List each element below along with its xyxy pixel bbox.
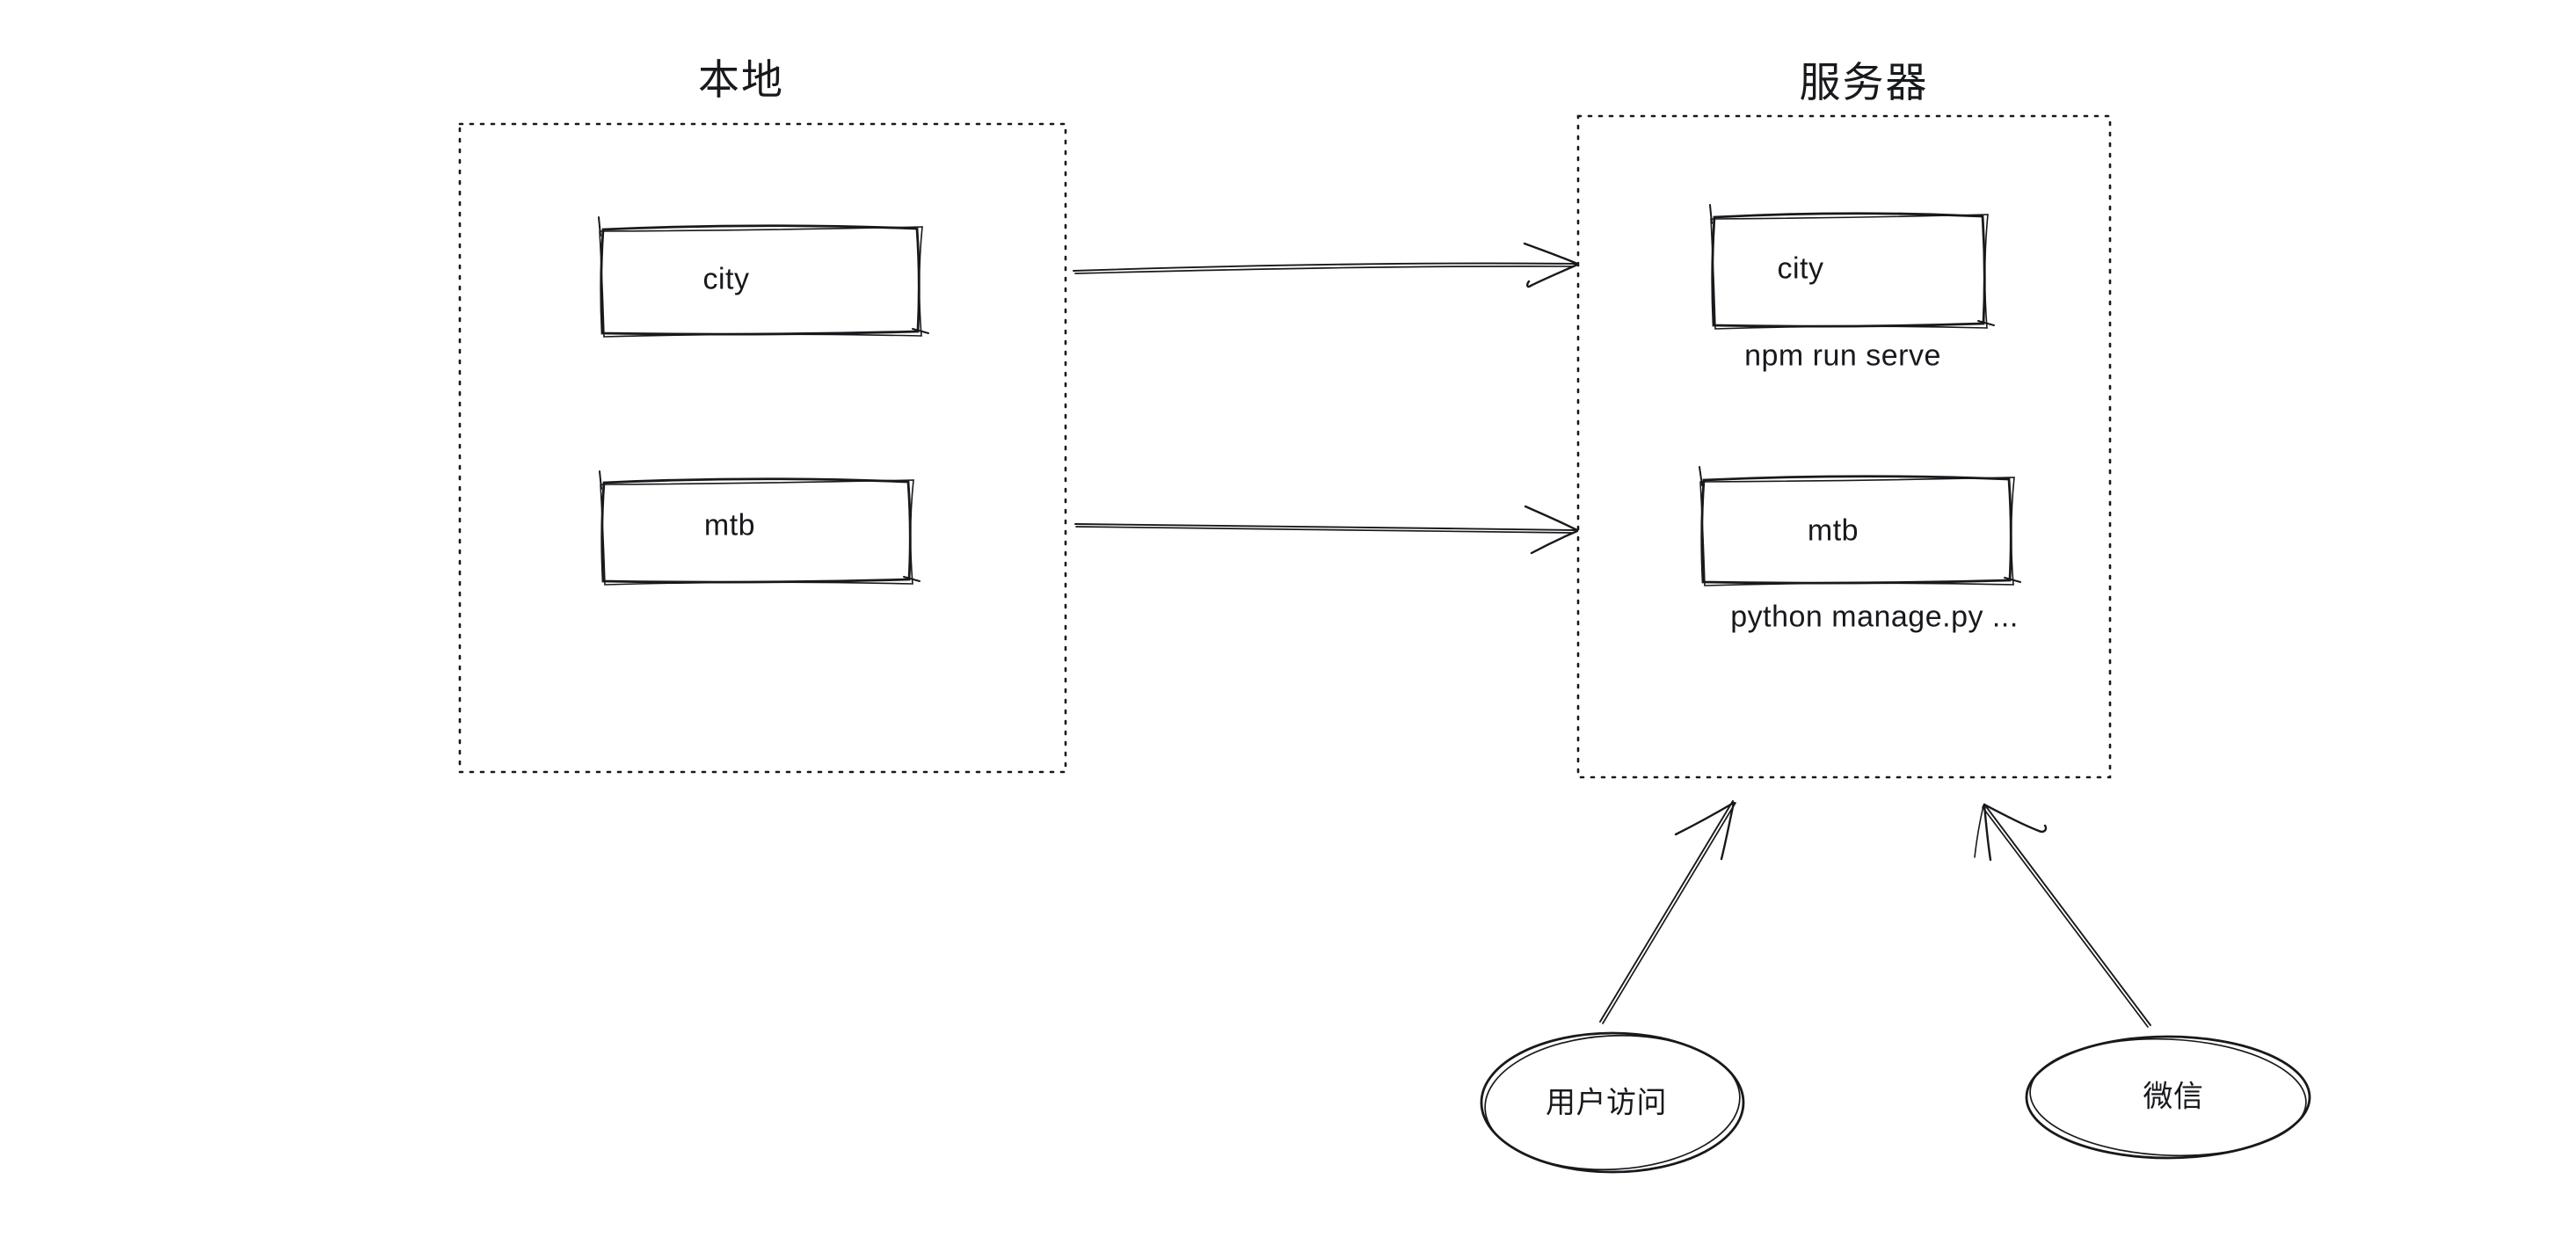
- server-city-command-caption: npm run serve: [1744, 339, 1941, 373]
- local-group-title: 本地: [698, 55, 784, 103]
- server-group-border: [1576, 114, 2112, 779]
- local-group-border: [458, 122, 1067, 774]
- server-mtb-node-box: [1699, 466, 2021, 586]
- local-city-node-box: [598, 216, 929, 338]
- server-city-node-box: [1709, 204, 1995, 330]
- user-access-actor-label: 用户访问: [1546, 1086, 1667, 1120]
- server-group-title: 服务器: [1799, 58, 1929, 106]
- user-access-ellipse: [1480, 1031, 1745, 1174]
- arrow-wechat-to-server: [1974, 803, 2151, 1028]
- local-mtb-node-box: [599, 470, 921, 586]
- wechat-ellipse: [2025, 1035, 2311, 1160]
- server-mtb-node-label: mtb: [1807, 513, 1859, 548]
- local-city-node-label: city: [702, 262, 750, 296]
- server-mtb-command-caption: python manage.py ...: [1730, 600, 2019, 634]
- server-city-node-label: city: [1777, 251, 1824, 286]
- arrow-user-access-to-server: [1599, 800, 1736, 1024]
- arrow-local-mtb-to-server-mtb: [1074, 505, 1579, 555]
- arrow-local-city-to-server-city: [1073, 242, 1579, 288]
- wechat-actor-label: 微信: [2143, 1080, 2204, 1114]
- local-mtb-node-label: mtb: [703, 508, 756, 542]
